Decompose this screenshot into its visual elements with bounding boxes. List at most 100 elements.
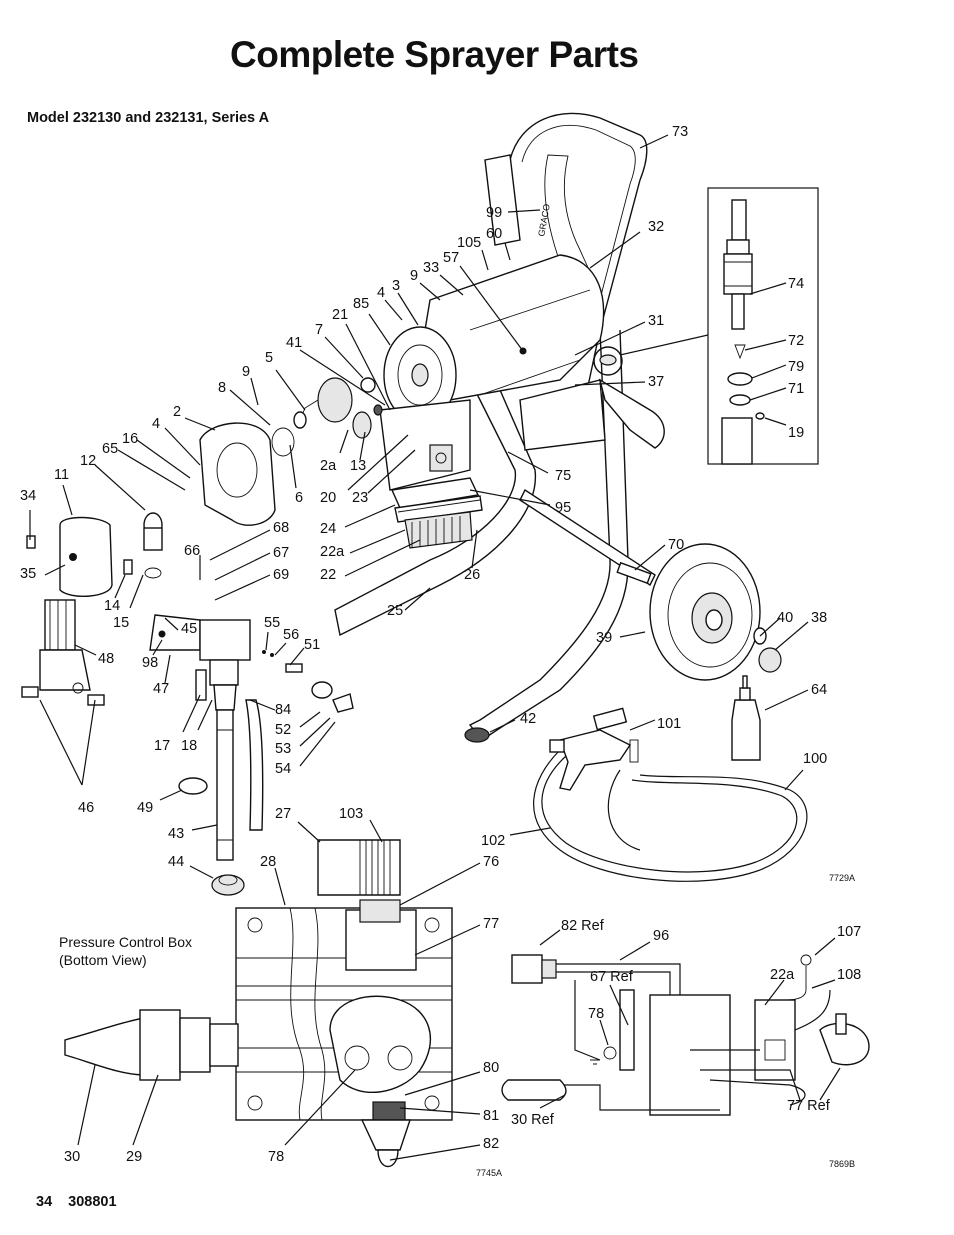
callout-76: 76 xyxy=(483,854,499,870)
callout-99: 99 xyxy=(486,205,502,221)
callout-3: 3 xyxy=(392,278,400,294)
callout-81: 81 xyxy=(483,1108,499,1124)
callout-35: 35 xyxy=(20,566,36,582)
callout-16: 16 xyxy=(122,431,138,447)
callout-78-wiring: 78 xyxy=(588,1006,604,1022)
callout-108: 108 xyxy=(837,967,861,983)
callout-27: 27 xyxy=(275,806,291,822)
callout-54: 54 xyxy=(275,761,291,777)
callout-69: 69 xyxy=(273,567,289,583)
callout-41: 41 xyxy=(286,335,302,351)
callout-68: 68 xyxy=(273,520,289,536)
wheel xyxy=(616,543,782,681)
leg-foot xyxy=(464,727,490,743)
callout-7: 7 xyxy=(315,322,323,338)
callout-40: 40 xyxy=(777,610,793,626)
callout-100: 100 xyxy=(803,751,827,767)
callout-65: 65 xyxy=(102,441,118,457)
callout-43: 43 xyxy=(168,826,184,842)
callout-56: 56 xyxy=(283,627,299,643)
leader-lines xyxy=(29,134,841,1161)
model-subtitle: Model 232130 and 232131, Series A xyxy=(27,110,270,126)
callout-31: 31 xyxy=(648,313,664,329)
callout-4b: 4 xyxy=(152,416,160,432)
callout-45: 45 xyxy=(181,621,197,637)
callout-64: 64 xyxy=(811,682,827,698)
inset-box xyxy=(593,187,819,465)
callout-23: 23 xyxy=(352,490,368,506)
page-number: 34 xyxy=(36,1194,53,1210)
motor-assembly xyxy=(379,254,606,549)
callout-72: 72 xyxy=(788,333,804,349)
callout-82: 82 xyxy=(483,1136,499,1152)
callout-105: 105 xyxy=(457,235,481,251)
pressure-box-label-2: (Bottom View) xyxy=(59,952,147,968)
callout-24: 24 xyxy=(320,521,336,537)
callout-29: 29 xyxy=(126,1149,142,1165)
callout-11: 11 xyxy=(54,467,69,483)
callout-15: 15 xyxy=(113,615,129,631)
callout-79: 79 xyxy=(788,359,804,375)
callout-51: 51 xyxy=(304,637,320,653)
callout-82-ref: 82 Ref xyxy=(561,918,605,934)
callout-18: 18 xyxy=(181,738,197,754)
callout-30: 30 xyxy=(64,1149,80,1165)
callout-8: 8 xyxy=(218,380,226,396)
callout-19: 19 xyxy=(788,425,804,441)
callout-37: 37 xyxy=(648,374,664,390)
callout-48: 48 xyxy=(98,651,114,667)
figure-id-7745A: 7745A xyxy=(476,1168,502,1178)
callout-30-ref: 30 Ref xyxy=(511,1112,555,1128)
figure-id-7729A: 7729A xyxy=(829,873,855,883)
callout-42: 42 xyxy=(520,711,536,727)
callout-52: 52 xyxy=(275,722,291,738)
callout-20: 20 xyxy=(320,490,336,506)
callout-95: 95 xyxy=(555,500,571,516)
callout-67-ref: 67 Ref xyxy=(590,969,634,985)
callout-60: 60 xyxy=(486,226,502,242)
pressure-control-box xyxy=(64,839,453,1168)
callout-2a: 2a xyxy=(320,458,337,474)
callout-47: 47 xyxy=(153,681,169,697)
callout-98: 98 xyxy=(142,655,158,671)
callout-66: 66 xyxy=(184,543,200,559)
callout-9a: 9 xyxy=(410,268,418,284)
callout-labels: 73 99 32 60 105 57 33 9 3 4 85 21 7 41 3… xyxy=(20,124,861,1178)
callout-34: 34 xyxy=(20,488,36,504)
callout-77: 77 xyxy=(483,916,499,932)
callout-77-ref: 77 Ref xyxy=(787,1098,831,1114)
pump-assembly xyxy=(21,599,264,896)
cart-frame: GRACO xyxy=(334,112,665,741)
callout-49: 49 xyxy=(137,800,153,816)
callout-96: 96 xyxy=(653,928,669,944)
callout-33: 33 xyxy=(423,260,439,276)
callout-85: 85 xyxy=(353,296,369,312)
callout-46: 46 xyxy=(78,800,94,816)
pressure-box-label-1: Pressure Control Box xyxy=(59,934,192,950)
callout-84: 84 xyxy=(275,702,291,718)
bottle xyxy=(731,675,761,761)
callout-57: 57 xyxy=(443,250,459,266)
callout-9b: 9 xyxy=(242,364,250,380)
hose-and-gun xyxy=(533,707,808,882)
callout-21: 21 xyxy=(332,307,348,323)
document-number: 308801 xyxy=(68,1194,117,1210)
callout-17: 17 xyxy=(154,738,170,754)
callout-74: 74 xyxy=(788,276,804,292)
callout-26: 26 xyxy=(464,567,480,583)
callout-103: 103 xyxy=(339,806,363,822)
callout-4a: 4 xyxy=(377,285,385,301)
callout-22a: 22a xyxy=(320,544,345,560)
callout-25: 25 xyxy=(387,603,403,619)
callout-53: 53 xyxy=(275,741,291,757)
callout-6: 6 xyxy=(295,490,303,506)
callout-44: 44 xyxy=(168,854,184,870)
figure-id-7869B: 7869B xyxy=(829,1159,855,1169)
callout-28: 28 xyxy=(260,854,276,870)
callout-73: 73 xyxy=(672,124,688,140)
callout-14: 14 xyxy=(104,598,120,614)
callout-55: 55 xyxy=(264,615,280,631)
callout-22: 22 xyxy=(320,567,336,583)
callout-101: 101 xyxy=(657,716,681,732)
